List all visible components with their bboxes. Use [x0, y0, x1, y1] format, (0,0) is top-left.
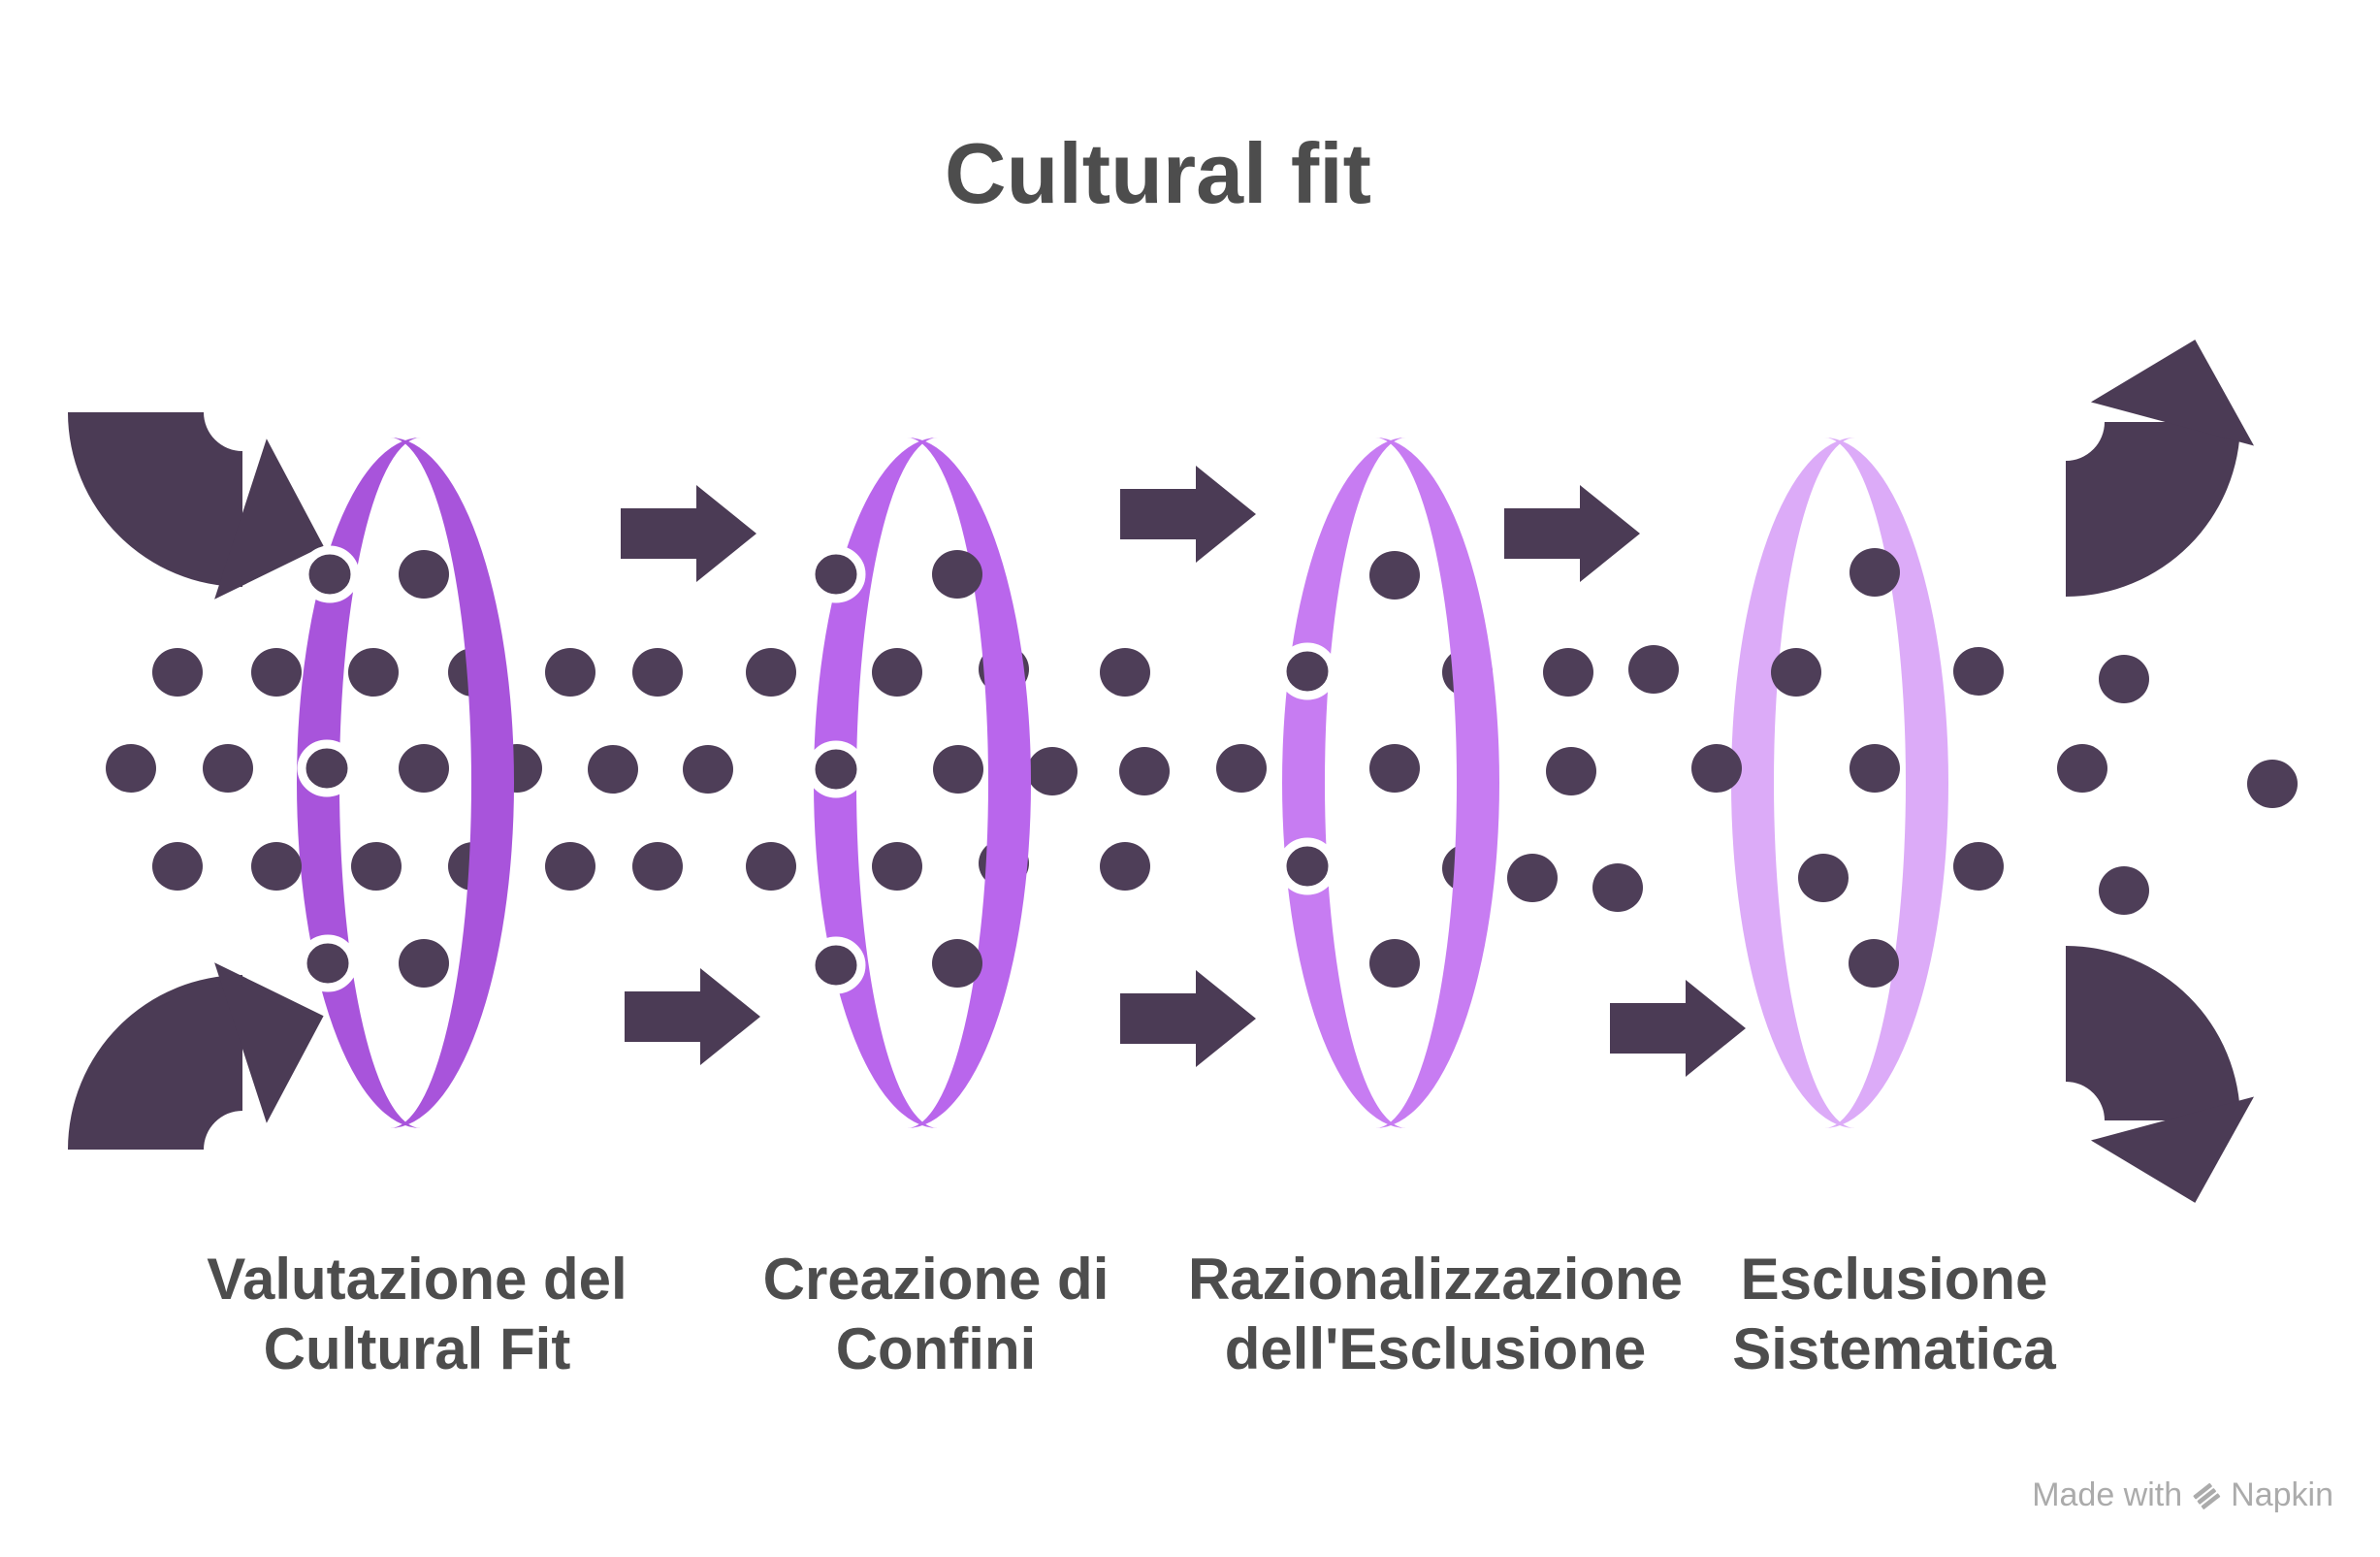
dot: [932, 550, 982, 599]
dot: [1507, 854, 1558, 902]
curved-arrow-top-left-head: [214, 438, 324, 600]
dot: [251, 842, 302, 891]
filter-ring-4-left-blade: [1731, 438, 1855, 1128]
filter-ring-1-right-blade: [390, 438, 514, 1128]
dot: [1691, 744, 1742, 793]
curved-arrow-top-right: [2066, 422, 2240, 597]
dot: [399, 744, 449, 793]
dot: [1628, 645, 1679, 694]
dot-on-filter: [298, 934, 358, 992]
dot: [683, 745, 733, 794]
flow-arrow-5: [1120, 970, 1256, 1067]
stage-label-valutazione: Valutazione del Cultural Fit: [207, 1245, 627, 1384]
dot: [2057, 744, 2107, 793]
stage-label-creazione: Creazione di Confini: [763, 1245, 1110, 1384]
dot: [106, 744, 156, 793]
dot: [1369, 939, 1420, 988]
curved-arrow-top-left: [68, 412, 242, 587]
dot: [1953, 842, 2004, 891]
filter-ring-3-right-blade: [1375, 438, 1499, 1128]
dot-on-filter: [806, 936, 866, 994]
flow-arrow-2: [1120, 466, 1256, 563]
stage-label-esclusione: Esclusione Sistematica: [1732, 1245, 2056, 1384]
dot: [251, 648, 302, 697]
stage-label-line: dell'Esclusione: [1224, 1316, 1647, 1381]
stage-label-line: Valutazione del: [207, 1247, 627, 1312]
stage-label-line: Creazione di: [762, 1247, 1110, 1312]
watermark-prefix: Made with: [2032, 1476, 2183, 1513]
dot: [1546, 747, 1596, 795]
dot: [1119, 747, 1170, 795]
dot: [2247, 760, 2298, 808]
dot: [399, 939, 449, 988]
dot: [1798, 854, 1849, 902]
dot: [1100, 648, 1150, 697]
flow-arrow-1: [621, 485, 756, 582]
dot-on-filter: [300, 545, 360, 603]
dot: [1543, 648, 1593, 697]
dot: [1771, 648, 1821, 697]
stage-label-line: Sistematica: [1732, 1316, 2056, 1381]
curved-arrow-bottom-right: [2066, 946, 2240, 1120]
dot: [545, 842, 595, 891]
dot: [588, 745, 638, 794]
dot: [1100, 842, 1150, 891]
dot: [1369, 551, 1420, 600]
stage-label-razionalizzazione: Razionalizzazione dell'Esclusione: [1188, 1245, 1683, 1384]
dot: [872, 842, 922, 891]
dot: [933, 745, 983, 794]
dot: [932, 939, 982, 988]
dot: [2099, 866, 2149, 915]
napkin-logo-icon: [2193, 1482, 2221, 1509]
curved-arrow-bottom-left: [68, 975, 242, 1150]
stage-label-line: Esclusione: [1740, 1247, 2048, 1312]
dot: [1849, 548, 1900, 597]
dot: [872, 648, 922, 697]
dot: [632, 648, 683, 697]
dot: [152, 842, 203, 891]
stage-label-line: Cultural Fit: [263, 1316, 571, 1381]
dot: [1592, 863, 1643, 912]
dot: [399, 550, 449, 599]
dot-on-filter: [297, 739, 357, 797]
watermark-brand: Napkin: [2231, 1476, 2333, 1513]
watermark: Made with Napkin: [2032, 1476, 2333, 1514]
curved-arrow-top-right-head: [2090, 340, 2255, 446]
dot: [348, 648, 399, 697]
flow-arrow-4: [625, 968, 760, 1065]
dot: [1369, 744, 1420, 793]
dot-on-filter: [806, 740, 866, 798]
dot-on-filter: [1277, 837, 1337, 895]
dot: [1849, 744, 1900, 793]
dot: [1953, 647, 2004, 696]
dot-on-filter: [806, 545, 866, 603]
dot: [746, 648, 796, 697]
stage-label-line: Confini: [835, 1316, 1037, 1381]
dot: [2099, 655, 2149, 703]
flow-arrow-3: [1504, 485, 1640, 582]
curved-arrow-bottom-right-head: [2090, 1096, 2255, 1203]
dot: [746, 842, 796, 891]
dot-on-filter: [1277, 642, 1337, 700]
dot: [632, 842, 683, 891]
dot: [1849, 939, 1899, 988]
dot: [1216, 744, 1267, 793]
filter-ring-3-left-blade: [1282, 438, 1406, 1128]
dot: [152, 648, 203, 697]
dot: [545, 648, 595, 697]
curved-arrow-bottom-left-head: [214, 962, 324, 1123]
dot: [351, 842, 402, 891]
dot: [203, 744, 253, 793]
dot: [1027, 747, 1077, 795]
stage-label-line: Razionalizzazione: [1187, 1247, 1684, 1312]
filter-ring-4-right-blade: [1824, 438, 1948, 1128]
flow-arrow-6: [1610, 980, 1746, 1077]
filter-ring-2-right-blade: [907, 438, 1031, 1128]
page-title: Cultural fit: [945, 125, 1371, 221]
